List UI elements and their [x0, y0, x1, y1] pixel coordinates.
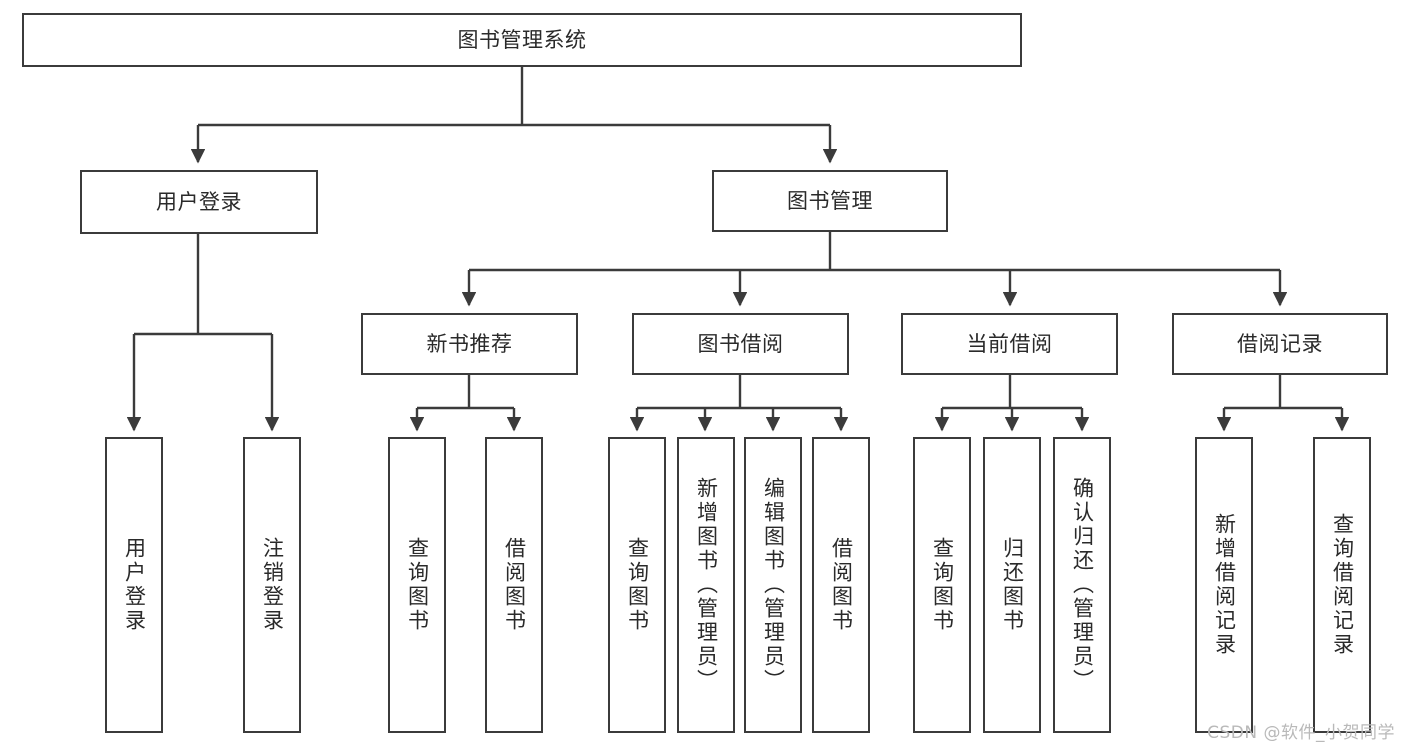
node-leaf-confirm-return-label: 确认归还（管理员）: [1070, 477, 1095, 693]
node-leaf-edit-book[interactable]: 编辑图书（管理员）: [744, 437, 802, 733]
node-user-login-label: 用户登录: [156, 189, 242, 214]
node-leaf-query-books-1-label: 查询图书: [405, 537, 430, 633]
node-current-borrow[interactable]: 当前借阅: [901, 313, 1118, 375]
node-leaf-add-record[interactable]: 新增借阅记录: [1195, 437, 1253, 733]
node-leaf-query-record[interactable]: 查询借阅记录: [1313, 437, 1371, 733]
node-book-management[interactable]: 图书管理: [712, 170, 948, 232]
node-root-system-label: 图书管理系统: [457, 27, 587, 52]
node-leaf-borrow-books-1[interactable]: 借阅图书: [485, 437, 543, 733]
node-leaf-query-books-3[interactable]: 查询图书: [913, 437, 971, 733]
node-new-book-recommend[interactable]: 新书推荐: [361, 313, 578, 375]
node-leaf-query-record-label: 查询借阅记录: [1330, 513, 1355, 657]
node-leaf-query-books-1[interactable]: 查询图书: [388, 437, 446, 733]
node-book-management-label: 图书管理: [787, 188, 873, 213]
node-leaf-user-login-label: 用户登录: [122, 537, 147, 633]
node-leaf-confirm-return[interactable]: 确认归还（管理员）: [1053, 437, 1111, 733]
watermark: CSDN @软件_小贺同学: [1207, 723, 1395, 743]
node-leaf-query-books-3-label: 查询图书: [930, 537, 955, 633]
node-leaf-add-record-label: 新增借阅记录: [1212, 513, 1237, 657]
node-borrow-record-label: 借阅记录: [1237, 331, 1323, 356]
node-leaf-logout-login[interactable]: 注销登录: [243, 437, 301, 733]
node-new-book-recommend-label: 新书推荐: [426, 331, 513, 356]
node-leaf-borrow-books-2[interactable]: 借阅图书: [812, 437, 870, 733]
node-leaf-query-books-2[interactable]: 查询图书: [608, 437, 666, 733]
node-leaf-logout-login-label: 注销登录: [260, 537, 285, 633]
node-book-borrow[interactable]: 图书借阅: [632, 313, 849, 375]
node-current-borrow-label: 当前借阅: [966, 331, 1053, 356]
node-leaf-edit-book-label: 编辑图书（管理员）: [761, 477, 786, 693]
node-leaf-borrow-books-1-label: 借阅图书: [502, 537, 527, 633]
node-leaf-user-login[interactable]: 用户登录: [105, 437, 163, 733]
node-book-borrow-label: 图书借阅: [697, 331, 784, 356]
node-leaf-add-book[interactable]: 新增图书（管理员）: [677, 437, 735, 733]
node-leaf-return-book[interactable]: 归还图书: [983, 437, 1041, 733]
node-leaf-return-book-label: 归还图书: [1000, 537, 1025, 633]
node-leaf-borrow-books-2-label: 借阅图书: [829, 537, 854, 633]
node-user-login[interactable]: 用户登录: [80, 170, 318, 234]
node-root-system[interactable]: 图书管理系统: [22, 13, 1022, 67]
node-leaf-query-books-2-label: 查询图书: [625, 537, 650, 633]
node-borrow-record[interactable]: 借阅记录: [1172, 313, 1388, 375]
node-leaf-add-book-label: 新增图书（管理员）: [694, 477, 719, 693]
